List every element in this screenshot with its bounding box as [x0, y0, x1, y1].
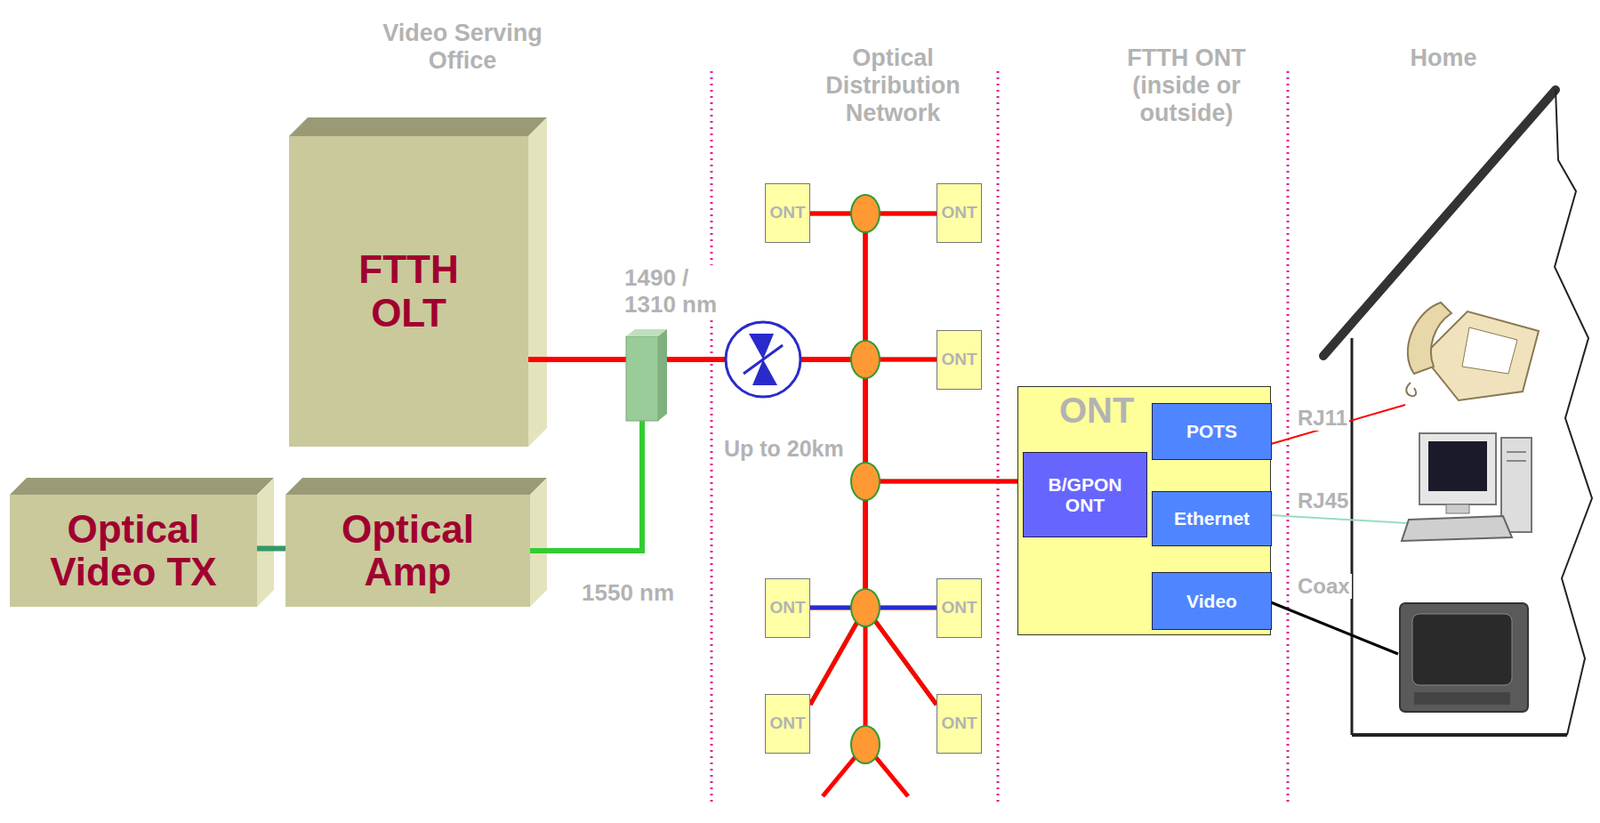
- box-side-face: [530, 477, 547, 607]
- ont-box: ONT: [764, 578, 811, 638]
- fibre-connector: [530, 359, 937, 551]
- splitter-symbol: [725, 321, 801, 397]
- box-top-face: [9, 477, 274, 495]
- wdm-coupler: [626, 336, 659, 421]
- ethernet-port: Ethernet: [1151, 490, 1272, 547]
- tv-cabinet: [1399, 603, 1528, 712]
- fibre-connector: [530, 359, 866, 705]
- node-label: Optical Amp: [323, 507, 493, 595]
- ont-box: ONT: [764, 693, 811, 754]
- computer-icon: [1401, 433, 1532, 541]
- node-label: ONT: [940, 203, 977, 223]
- fibre-connector: [528, 359, 866, 705]
- node-label: Optical Video TX: [44, 507, 223, 595]
- fibre-connector: [528, 213, 866, 360]
- coax-wire: [1270, 602, 1399, 654]
- pc-tower: [1501, 437, 1532, 532]
- tv-screen: [1412, 613, 1512, 685]
- node-label: B/GPON ONT: [1031, 474, 1139, 515]
- gpon-module: B/GPON ONT: [1022, 451, 1148, 538]
- column-heading: FTTH ONT (inside or outside): [1106, 44, 1267, 128]
- ont-housing: ONT B/GPON ONT POTS EthernetVideo: [1017, 385, 1271, 636]
- housing-heading: ONT: [1059, 390, 1134, 430]
- ont-box: ONT: [936, 578, 982, 638]
- splitter-point: [851, 194, 880, 233]
- coupler-side-face: [658, 329, 668, 421]
- drive-slot: [1506, 459, 1527, 462]
- fibre-connector: [530, 359, 866, 608]
- house-wall: [1350, 337, 1354, 735]
- node-label: ONT: [769, 203, 805, 223]
- fibre-connector: [530, 213, 937, 551]
- monitor: [1419, 433, 1496, 505]
- box-top-face: [285, 477, 547, 495]
- ethernet-wire: [1270, 514, 1408, 523]
- box-side-face: [257, 477, 274, 607]
- node-label: ONT: [940, 350, 977, 370]
- phone-keypad: [1462, 327, 1518, 374]
- node-label: POTS: [1186, 420, 1238, 442]
- connector-label: RJ45: [1295, 488, 1351, 514]
- node-label: ONT: [940, 598, 977, 618]
- fibre-connector: [528, 359, 937, 608]
- fibre-connector: [528, 359, 937, 705]
- ont-box: ONT: [764, 183, 811, 243]
- video-transmitter-box: Optical Video TX: [9, 494, 258, 607]
- phone-wire: [1270, 404, 1406, 444]
- video-port: Video: [1151, 571, 1272, 630]
- splitter-point: [851, 462, 880, 500]
- keyboard: [1401, 515, 1512, 541]
- node-label: ONT: [769, 714, 805, 733]
- column-heading: Video Serving Office: [355, 19, 570, 75]
- connector-label: Coax: [1295, 573, 1352, 599]
- ont-box: ONT: [936, 693, 982, 754]
- phone-cord: [1406, 382, 1416, 396]
- olt-box: FTTH OLT: [289, 136, 529, 447]
- fibre-connector: [530, 213, 866, 551]
- fibre-connector: [530, 359, 937, 705]
- house-floor: [1351, 732, 1568, 737]
- fibre-connector: [530, 359, 937, 608]
- fibre-connector: [257, 545, 286, 551]
- column-separator: [996, 71, 1000, 806]
- fibre-connector: [528, 359, 866, 608]
- ont-box: ONT: [936, 329, 982, 390]
- column-separator: [710, 71, 714, 806]
- box-top-face: [289, 117, 547, 137]
- column-heading: Home: [1390, 44, 1497, 73]
- tv-control-strip: [1414, 691, 1511, 705]
- splitter-point: [851, 588, 880, 627]
- distance-label: Up to 20km: [722, 435, 846, 462]
- monitor-screen: [1428, 441, 1488, 491]
- splitter-point: [851, 340, 880, 378]
- monitor-stand: [1446, 504, 1470, 514]
- splitter-point: [851, 725, 880, 764]
- ont-box: ONT: [936, 183, 982, 243]
- splitter-slash: [743, 345, 783, 374]
- optical-amplifier-box: Optical Amp: [285, 494, 531, 607]
- box-side-face: [528, 117, 547, 447]
- drive-slot: [1506, 450, 1527, 453]
- connector-label: RJ11: [1295, 405, 1350, 431]
- node-label: ONT: [940, 714, 977, 733]
- phone-handset: [1407, 302, 1452, 374]
- column-heading: Optical Distribution Network: [804, 44, 982, 128]
- wavelength-label: 1490 / 1310 nm: [622, 265, 735, 319]
- house-cut-edge: [1554, 89, 1592, 735]
- pots-port: POTS: [1151, 402, 1272, 460]
- telephone-icon: [1406, 302, 1539, 401]
- node-label: ONT: [769, 598, 805, 618]
- node-label: FTTH OLT: [320, 248, 499, 335]
- node-label: Video: [1186, 590, 1238, 612]
- fibre-trunk: [863, 607, 869, 745]
- wavelength-label: 1550 nm: [581, 579, 675, 607]
- node-label: Ethernet: [1173, 507, 1250, 529]
- television-icon: [1399, 603, 1528, 712]
